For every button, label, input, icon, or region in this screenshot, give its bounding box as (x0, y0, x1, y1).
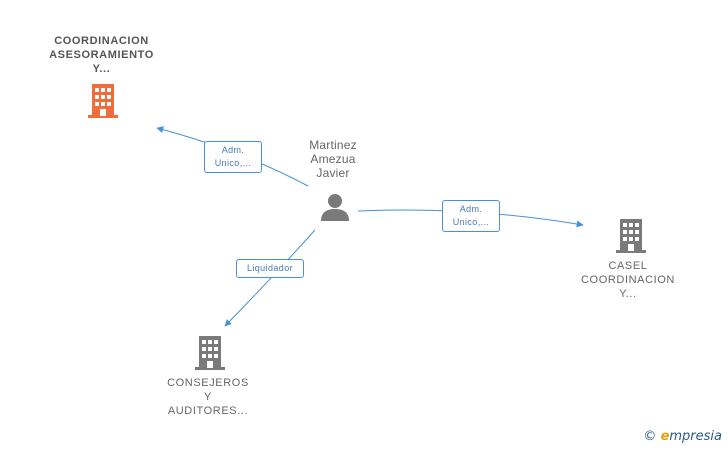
building-icon-casel[interactable] (616, 219, 646, 253)
person-line3: Javier (316, 166, 350, 180)
edge-label-to-main-line1: Adm. (221, 145, 245, 155)
building-icon-consejeros[interactable] (195, 336, 225, 370)
edge-label-to-casel[interactable]: Adm. Unico,... (442, 200, 500, 232)
company-main-line3: Y... (92, 63, 111, 75)
person-line1: Martinez (309, 138, 357, 152)
footer-brand: © empresia (643, 429, 722, 444)
edge-label-to-casel-line2: Unico,... (452, 217, 490, 227)
person-line2: Amezua (310, 152, 356, 166)
company-casel-line1: CASEL (608, 260, 648, 272)
company-casel-line2: COORDINACION (581, 274, 675, 286)
company-consejeros-line1: CONSEJEROS (167, 377, 249, 389)
company-consejeros-label[interactable]: CONSEJEROS Y AUDITORES... (150, 376, 266, 418)
building-icon-main[interactable] (88, 84, 118, 118)
person-icon[interactable] (320, 193, 350, 221)
edge-label-to-consejeros-line1: Liquidador (246, 263, 294, 273)
company-main-label[interactable]: COORDINACION ASESORAMIENTO Y... (34, 34, 169, 76)
copyright-icon: © (643, 429, 657, 444)
person-label[interactable]: Martinez Amezua Javier (293, 138, 373, 180)
company-consejeros-line2: Y (204, 391, 212, 403)
company-consejeros-line3: AUDITORES... (167, 405, 249, 417)
company-casel-label[interactable]: CASEL COORDINACION Y... (570, 259, 686, 301)
edge-label-to-consejeros[interactable]: Liquidador (236, 259, 304, 278)
brand-logo-initial: e (660, 429, 670, 444)
company-casel-line3: Y... (619, 288, 637, 300)
company-main-line2: ASESORAMIENTO (49, 49, 154, 61)
edge-label-to-casel-line1: Adm. (459, 204, 483, 214)
company-main-line1: COORDINACION (54, 35, 149, 47)
edge-label-to-main-line2: Unico,... (214, 158, 252, 168)
brand-logo-text: mpresia (669, 429, 722, 444)
edge-to-consejeros (224, 229, 316, 327)
edge-label-to-main[interactable]: Adm. Unico,... (204, 141, 262, 173)
